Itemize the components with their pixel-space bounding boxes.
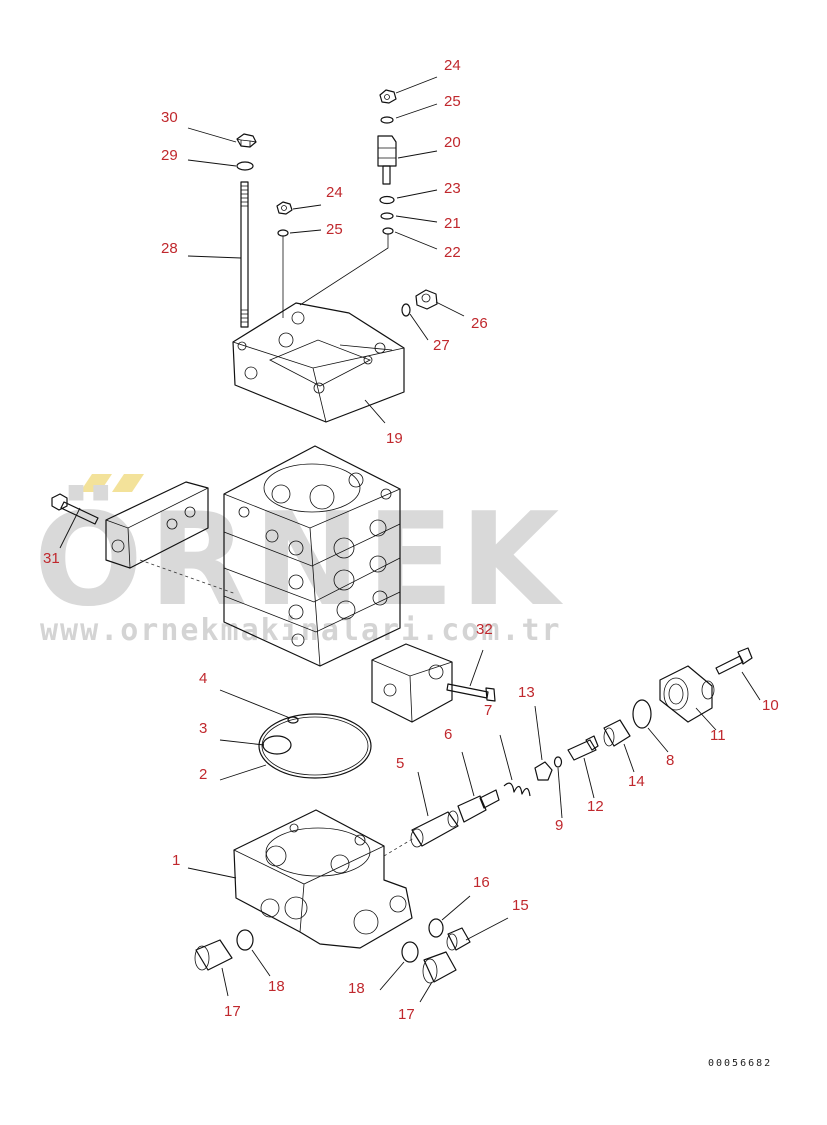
document-number: 00056682 (708, 1058, 772, 1069)
callout-5: 5 (396, 755, 404, 772)
valve-stack-block (223, 445, 401, 667)
part-10-bolt (715, 647, 753, 675)
part-22-ring (382, 227, 394, 235)
side-valve-block (105, 481, 209, 569)
callout-13: 13 (518, 684, 535, 701)
callout-9: 9 (555, 817, 563, 834)
part-20-relief-valve (377, 135, 397, 185)
part-24-plug-b (379, 89, 397, 104)
watermark-url: www.ornekmakinalari.com.tr (40, 613, 562, 648)
callout-18: 18 (268, 978, 285, 995)
callout-29: 29 (161, 147, 178, 164)
callout-22: 22 (444, 244, 461, 261)
part-8-oring (632, 699, 652, 729)
part-13-nut (534, 761, 553, 781)
callout-30: 30 (161, 109, 178, 126)
part-14-plug (603, 719, 631, 747)
part-1-valve-body (233, 809, 413, 949)
callout-17: 17 (398, 1006, 415, 1023)
part-17-plug-right (422, 951, 457, 984)
callout-27: 27 (433, 337, 450, 354)
part-17-plug-left (194, 939, 233, 971)
assembly-line-5 (383, 837, 415, 857)
callout-10: 10 (762, 697, 779, 714)
watermark-accent-left (80, 474, 112, 492)
part-2-oring-inner (261, 716, 369, 776)
part-32-bolt (446, 683, 496, 702)
callout-21: 21 (444, 215, 461, 232)
callout-26: 26 (471, 315, 488, 332)
part-19-cover (232, 302, 405, 423)
spring (503, 782, 531, 797)
callout-15: 15 (512, 897, 529, 914)
callout-23: 23 (444, 180, 461, 197)
callout-12: 12 (587, 798, 604, 815)
part-9-washer (553, 756, 563, 768)
part-25-oring-b (380, 116, 394, 124)
callout-24: 24 (444, 57, 461, 74)
callout-19: 19 (386, 430, 403, 447)
watermark-accent-right (112, 474, 144, 492)
callout-24: 24 (326, 184, 343, 201)
part-31-bolt (51, 493, 99, 525)
callout-31: 31 (43, 550, 60, 567)
part-5-spool (410, 810, 459, 848)
callout-18: 18 (348, 980, 365, 997)
part-30-nut (236, 133, 257, 148)
part-21-ring (380, 212, 394, 220)
callout-17: 17 (224, 1003, 241, 1020)
callout-2: 2 (199, 766, 207, 783)
part-16-oring (428, 918, 444, 938)
part-23-oring (379, 195, 395, 205)
callout-32: 32 (476, 621, 493, 638)
part-2-oring (258, 713, 372, 779)
part-29-washer (236, 161, 254, 171)
callout-25: 25 (326, 221, 343, 238)
callout-25: 25 (444, 93, 461, 110)
part-7-block (371, 643, 453, 723)
callout-3: 3 (199, 720, 207, 737)
part-4-oring (287, 716, 299, 724)
part-15-plug (446, 927, 471, 951)
callout-20: 20 (444, 134, 461, 151)
part-26-plug (415, 289, 438, 310)
part-18-oring-right (401, 941, 419, 963)
part-27-oring (401, 303, 411, 317)
part-6-retainer (457, 789, 500, 823)
part-25-oring-a (277, 229, 289, 237)
callout-7: 7 (484, 702, 492, 719)
part-3-seal (262, 735, 292, 755)
part-18-oring-left (236, 929, 254, 951)
callout-28: 28 (161, 240, 178, 257)
callout-11: 11 (710, 727, 726, 744)
assembly-line-22 (299, 234, 389, 306)
callout-8: 8 (666, 752, 674, 769)
part-12-stopper (567, 735, 599, 761)
callout-4: 4 (199, 670, 207, 687)
assembly-line-31 (139, 559, 237, 595)
part-11-cap (659, 665, 715, 723)
callout-16: 16 (473, 874, 490, 891)
callout-1: 1 (172, 852, 180, 869)
callouts: 24 25 20 23 21 22 24 25 30 29 28 26 27 1… (43, 57, 779, 1023)
part-24-plug-a (276, 201, 293, 215)
callout-6: 6 (444, 726, 452, 743)
callout-14: 14 (628, 773, 645, 790)
leader-lines (59, 76, 761, 1003)
part-28-stud-bolt (240, 181, 249, 328)
